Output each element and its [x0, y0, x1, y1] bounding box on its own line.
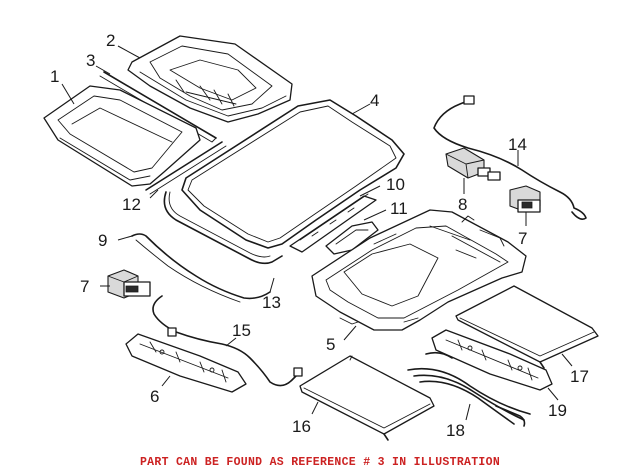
- part-16-sunshade: [299, 355, 435, 441]
- callout-18: 18: [446, 421, 465, 440]
- part-10-guide: [289, 193, 377, 253]
- callout-13: 13: [262, 293, 281, 312]
- part-17-rear-shade: [455, 285, 599, 369]
- part-1-glass-panel: [43, 85, 201, 187]
- callout-5: 5: [326, 335, 335, 354]
- part-7-motor-left: [107, 269, 151, 299]
- callout-10: 10: [386, 175, 405, 194]
- part-18-drain-hoses: [407, 351, 531, 427]
- part-8-bracket: [445, 147, 491, 179]
- callout-12: 12: [122, 195, 141, 214]
- part-11-bracket: [325, 221, 379, 255]
- callout-2: 2: [106, 31, 115, 50]
- callout-17: 17: [570, 367, 589, 386]
- part-14-cable-harness: [433, 95, 587, 220]
- part-7-motor-right: [509, 185, 541, 213]
- callout-14: 14: [508, 135, 527, 154]
- callout-3: 3: [86, 51, 95, 70]
- part-5-frame-housing: [311, 209, 527, 331]
- leader-lines: [61, 45, 573, 421]
- part-6-left-rail: [125, 333, 247, 393]
- callout-8: 8: [458, 195, 467, 214]
- part-19-right-rail: [431, 329, 553, 391]
- callout-1: 1: [50, 67, 59, 86]
- callout-19: 19: [548, 401, 567, 420]
- callout-11: 11: [390, 199, 408, 218]
- callout-9: 9: [98, 231, 107, 250]
- callout-6: 6: [150, 387, 159, 406]
- part-15-wire: [152, 295, 303, 387]
- callout-7-left: 7: [80, 277, 89, 296]
- reference-note: PART CAN BE FOUND AS REFERENCE # 3 IN IL…: [139, 456, 501, 469]
- part-13-rear-seal: [163, 191, 283, 265]
- part-2-sunroof-frame: [127, 35, 293, 123]
- callout-7-right: 7: [518, 229, 527, 248]
- part-9-cable: [131, 233, 271, 303]
- callout-4: 4: [370, 91, 379, 110]
- part-4-seal: [181, 99, 405, 249]
- callout-16: 16: [292, 417, 311, 436]
- part-12-seal-strip: [145, 141, 227, 195]
- callout-15: 15: [232, 321, 251, 340]
- callout-numbers: 1 2 3 4 5 6 7 7 8 9 10 11 12 13 14 15 16…: [50, 31, 589, 440]
